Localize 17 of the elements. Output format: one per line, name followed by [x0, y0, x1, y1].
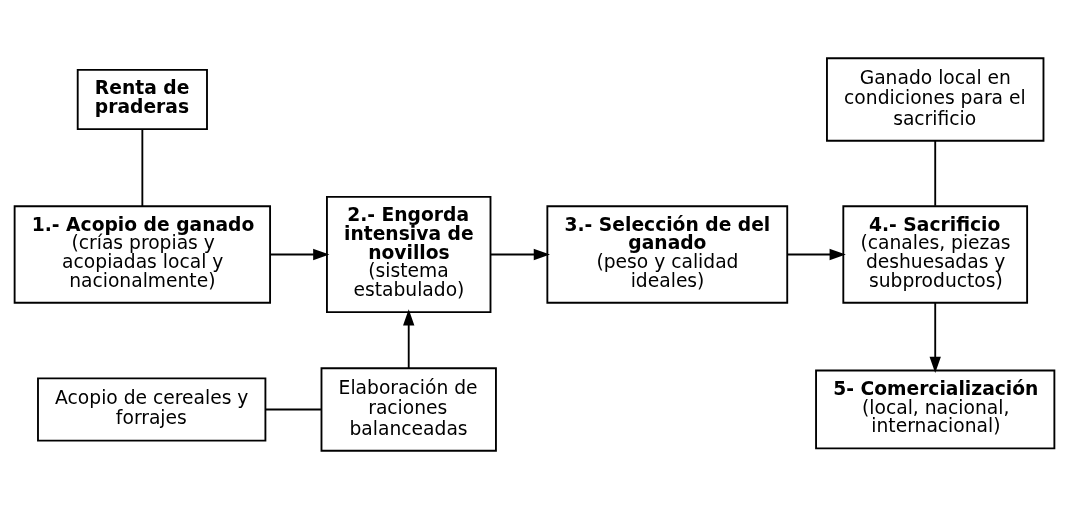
node-box: 4.- Sacrificio (canales, piezas deshuesadas y subproductos) — [842, 204, 1029, 304]
node-box: 1.- Acopio de ganado (crías propias y acopiadas local y nacionalmente) — [13, 204, 271, 304]
node-box: Ganado local en condiciones para el sacrificio — [826, 56, 1045, 142]
connector — [264, 408, 322, 410]
node-box: Acopio de cereales y forrajes — [37, 376, 267, 442]
node-box: 3.- Selección de del ganado (peso y calidad ideales) — [546, 204, 789, 304]
connector — [141, 128, 144, 207]
arrow — [786, 248, 846, 260]
node-box: 2.- Engorda intensiva de novillos (sistema estabulado) — [326, 195, 492, 313]
node-box: Renta de praderas — [76, 68, 208, 130]
connector — [934, 139, 937, 207]
arrow — [269, 248, 330, 260]
arrow — [403, 308, 415, 369]
node-box: Elaboración de raciones balanceadas — [320, 366, 497, 452]
arrow — [929, 301, 941, 373]
node-box: 5- Comercialización (local, nacional, internacional) — [815, 369, 1056, 449]
arrow — [489, 248, 550, 260]
